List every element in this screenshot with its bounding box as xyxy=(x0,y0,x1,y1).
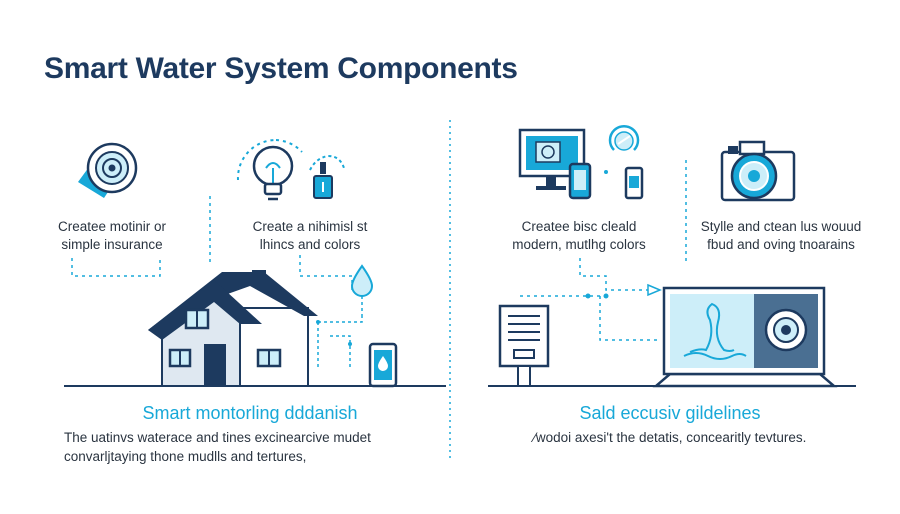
right-connectors xyxy=(520,160,687,341)
page-title: Smart Water System Components xyxy=(44,52,518,85)
right-item-2-caption: Stylle and ctean lus wouud fbud and ovin… xyxy=(686,218,876,254)
right-section-body-line1: ⁄wodoi axesi't the detatis, concearitly … xyxy=(533,430,807,445)
left-section-body-line2: convarljtaying thone mudlls and tertures… xyxy=(64,449,307,464)
left-section-body-line1: The uatinvs waterace and tines excinearc… xyxy=(64,430,371,445)
left-item-1-caption: Createe motinir or simple insurance xyxy=(42,218,182,254)
right-section-title: Sald eccusiv gildelines xyxy=(579,403,761,423)
right-item-1-caption: Createe bisc cleald modern, mutlhg color… xyxy=(504,218,654,254)
sensor-icon xyxy=(78,142,138,198)
left-section-body: The uatinvs waterace and tines excinearc… xyxy=(64,428,371,466)
right-item-2-line2: fbud and oving tnoarains xyxy=(707,237,855,252)
laptop-display-icon xyxy=(652,286,838,388)
house-illustration xyxy=(148,270,318,387)
right-item-1-line2: modern, mutlhg colors xyxy=(512,237,646,252)
left-item-1-line2: simple insurance xyxy=(61,237,163,252)
left-item-2-line1: Create a nihimisl st xyxy=(252,219,368,234)
document-printer-icon xyxy=(498,304,550,387)
plug-device-icon xyxy=(309,154,345,199)
left-item-2-caption: Create a nihimisl st lhincs and colors xyxy=(230,218,390,254)
smart-device-icon xyxy=(604,124,644,200)
camera-icon xyxy=(720,140,796,202)
left-section-title: Smart montorling dddanish xyxy=(142,403,358,423)
lightbulb-icon xyxy=(236,138,303,201)
phone-icon xyxy=(368,342,398,388)
left-item-2-line2: lhincs and colors xyxy=(259,237,361,252)
monitor-icon xyxy=(518,128,592,200)
right-item-1-line1: Createe bisc cleald xyxy=(521,219,637,234)
water-drop-icon xyxy=(350,264,374,316)
arrow-icon xyxy=(647,283,662,297)
right-section-body: ⁄wodoi axesi't the detatis, concearitly … xyxy=(470,428,870,447)
house-connectors xyxy=(316,316,363,370)
left-item-1-line1: Createe motinir or xyxy=(57,219,167,234)
right-item-2-line1: Stylle and ctean lus wouud xyxy=(700,219,862,234)
